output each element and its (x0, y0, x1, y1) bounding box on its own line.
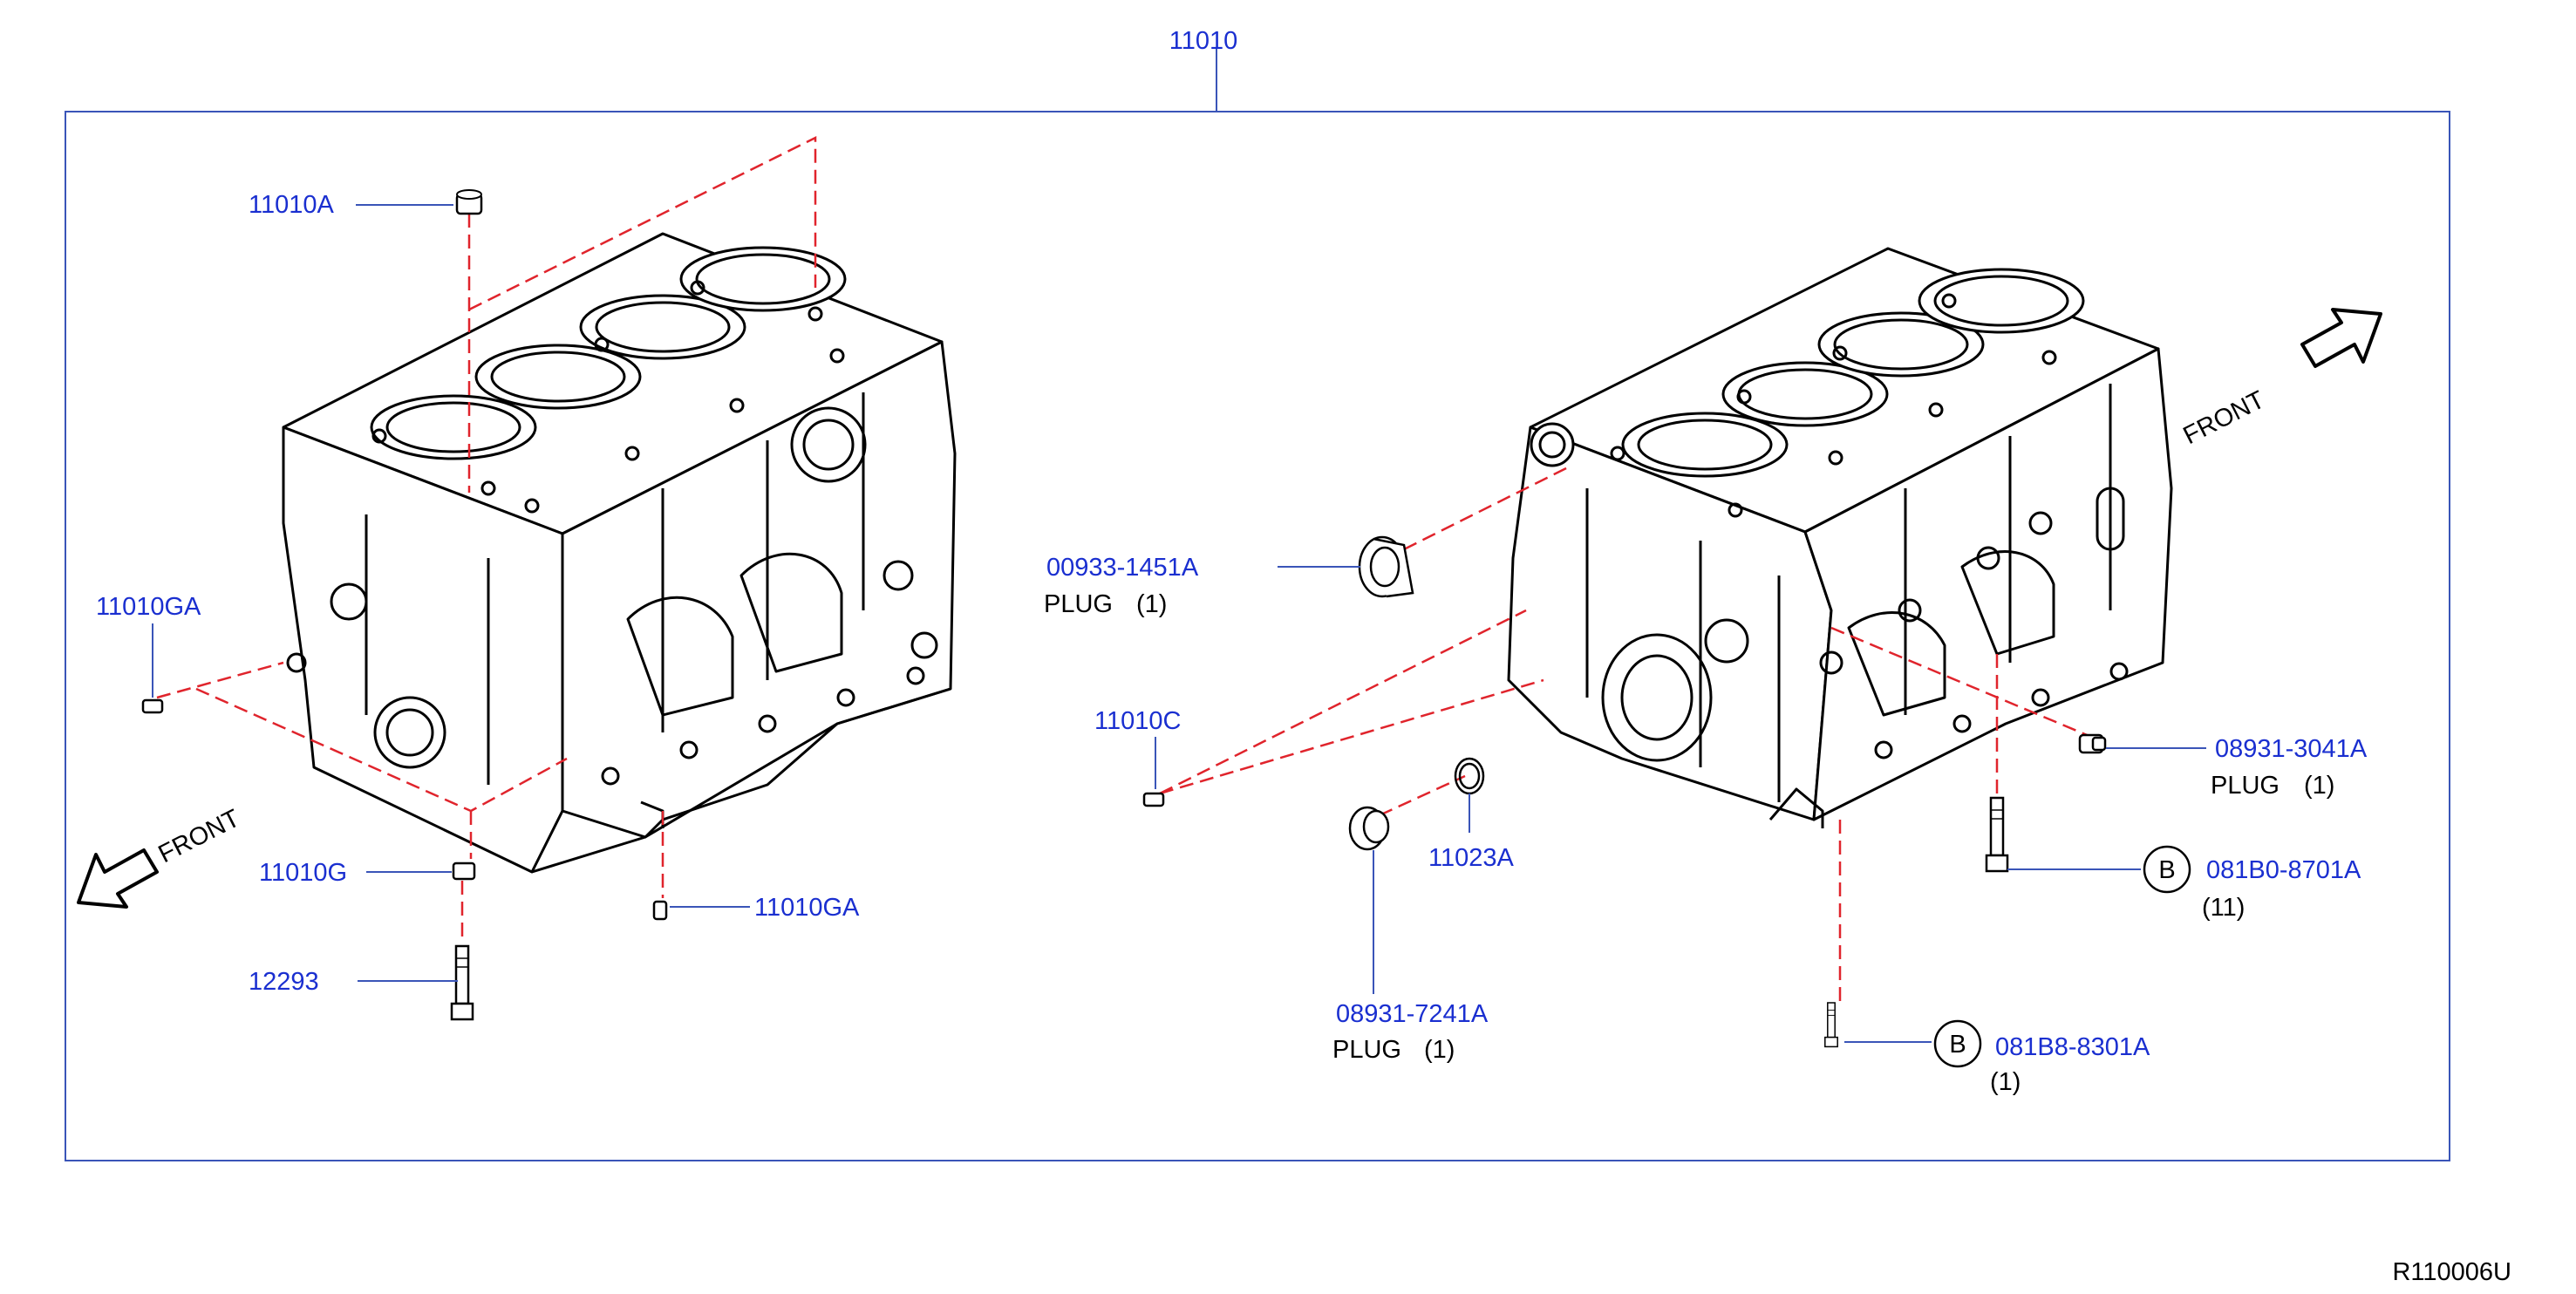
dowel-pin-11010C (1142, 792, 1165, 807)
plug-00933-1451A (1358, 535, 1414, 598)
right-dashed-leaders (1159, 465, 2102, 1003)
callout-08931-7241A-qty: (1) (1424, 1036, 1455, 1064)
callout-00933-1451A-qty: (1) (1136, 590, 1167, 618)
callout-081B0-8701A-qty: (11) (2202, 894, 2245, 922)
callout-08931-3041A-qty: (1) (2304, 772, 2334, 800)
o-ring-11023A (1454, 757, 1485, 795)
assembly-number: 11010 (1169, 27, 1238, 55)
front-arrow-icon (2300, 308, 2382, 368)
left-callout-leaders (152, 204, 750, 982)
assembly-frame (65, 111, 2450, 1161)
marker-b-081B0: B (2158, 856, 2175, 884)
dowel-pin-11010GA-bottom (652, 900, 668, 921)
bolt-081B8-8301A (1824, 1002, 1838, 1048)
stud-bolt-12293 (450, 944, 474, 1021)
callout-11010C: 11010C (1094, 707, 1181, 735)
callout-08931-3041A-desc: PLUG (2211, 772, 2280, 800)
callout-11010GA-bottom: 11010GA (754, 894, 860, 922)
callout-11023A: 11023A (1428, 844, 1514, 872)
callout-11010A: 11010A (249, 191, 334, 219)
front-arrow-icon (77, 848, 159, 909)
marker-b-081B8: B (1949, 1031, 1966, 1059)
dowel-11010G (452, 862, 476, 881)
callout-12293: 12293 (249, 968, 319, 996)
callout-081B0-8701A: 081B0-8701A (2206, 856, 2361, 884)
callout-08931-3041A: 08931-3041A (2215, 735, 2368, 763)
circle-b-marker-icon: B (1933, 1019, 1982, 1068)
left-dashed-leaders (156, 135, 817, 942)
right-cylinder-block (1507, 247, 2173, 828)
front-label-right: FRONT (2179, 385, 2270, 450)
left-cylinder-block (282, 232, 957, 874)
callout-00933-1451A-desc: PLUG (1044, 590, 1113, 618)
dowel-pin-11010GA-left (141, 698, 164, 714)
callout-081B8-8301A: 081B8-8301A (1995, 1033, 2150, 1061)
plug-08931-3041A (2078, 733, 2107, 754)
drawing-id: R110006U (2392, 1258, 2511, 1286)
circle-b-marker-icon: B (2143, 845, 2191, 894)
callout-08931-7241A: 08931-7241A (1336, 1000, 1489, 1028)
plug-08931-7241A (1348, 806, 1390, 851)
callout-081B8-8301A-qty: (1) (1990, 1068, 2021, 1096)
bolt-081B0-8701A (1985, 796, 2009, 873)
dowel-11010A (455, 189, 483, 215)
right-callout-leaders (1155, 566, 2206, 1043)
callout-08931-7241A-desc: PLUG (1332, 1036, 1401, 1064)
callout-11010G: 11010G (259, 859, 347, 887)
callout-00933-1451A: 00933-1451A (1046, 554, 1199, 582)
callout-11010GA-left: 11010GA (96, 593, 201, 621)
front-label-left: FRONT (154, 804, 245, 868)
